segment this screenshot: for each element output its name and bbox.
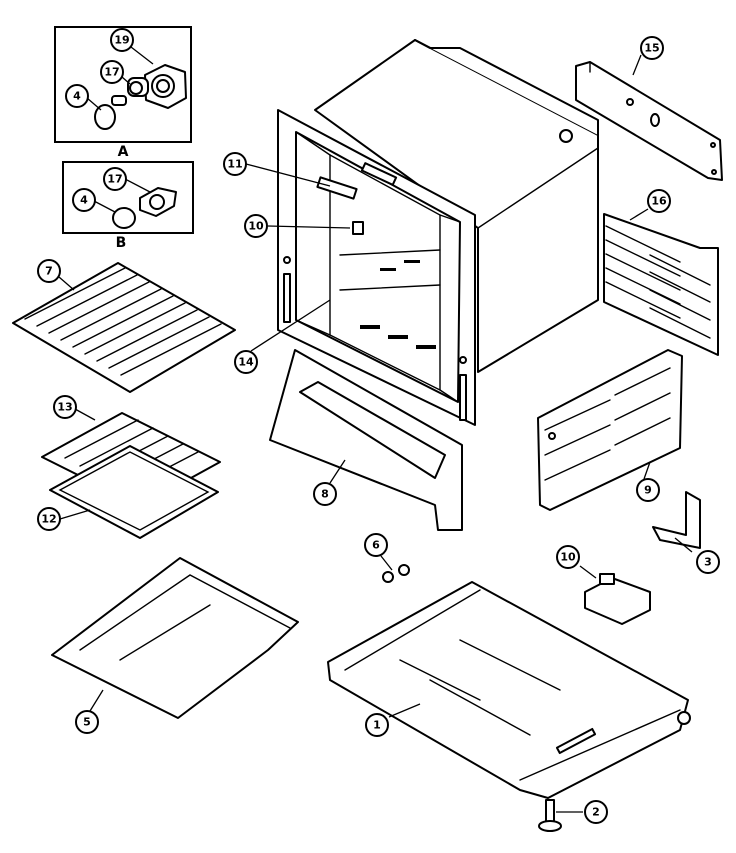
callout-15: 15 [640, 36, 664, 60]
callout-10a: 10 [244, 214, 268, 238]
side-shield-16 [603, 213, 719, 356]
callout-10b: 10 [556, 545, 580, 569]
broiler-pan-12 [49, 445, 219, 539]
svg-text:1: 1 [373, 719, 381, 732]
svg-text:19: 19 [114, 34, 129, 47]
callout-17a: 17 [100, 60, 124, 84]
back-panel-15 [575, 61, 723, 181]
svg-text:17: 17 [104, 66, 119, 79]
bracket-3 [652, 491, 701, 549]
svg-text:10: 10 [560, 551, 576, 564]
svg-text:4: 4 [73, 90, 81, 103]
callout-4b: 4 [72, 188, 96, 212]
side-panel-9 [537, 349, 683, 511]
oven-cavity [277, 39, 599, 426]
callout-4a: 4 [65, 84, 89, 108]
callout-11: 11 [223, 152, 247, 176]
oven-base-1 [327, 581, 691, 799]
callout-3: 3 [696, 550, 720, 574]
callout-8: 8 [313, 482, 337, 506]
callout-13: 13 [53, 395, 77, 419]
svg-text:7: 7 [45, 265, 53, 278]
callout-6: 6 [364, 533, 388, 557]
pilot-light-assembly [94, 64, 187, 130]
callout-2: 2 [584, 800, 608, 824]
callout-14: 14 [234, 350, 258, 374]
screw-6 [382, 564, 410, 583]
box-a-label: A [118, 144, 129, 160]
leveling-leg-2 [538, 799, 562, 832]
svg-text:9: 9 [644, 484, 652, 497]
callout-19: 19 [110, 28, 134, 52]
svg-text:13: 13 [57, 401, 72, 414]
callout-17b: 17 [103, 167, 127, 191]
svg-text:5: 5 [83, 716, 91, 729]
callout-16: 16 [647, 189, 671, 213]
svg-text:12: 12 [41, 513, 56, 526]
oven-rack-7 [12, 262, 236, 393]
lamp-socket-assembly [112, 187, 177, 229]
svg-text:15: 15 [644, 42, 659, 55]
leader-lines [58, 46, 693, 813]
svg-text:11: 11 [227, 158, 242, 171]
svg-text:16: 16 [651, 195, 667, 208]
box-b-label: B [116, 235, 127, 251]
svg-text:17: 17 [107, 173, 122, 186]
callout-9: 9 [636, 478, 660, 502]
kick-panel-8 [269, 349, 463, 531]
callout-5: 5 [75, 710, 99, 734]
callout-1: 1 [365, 713, 389, 737]
svg-text:3: 3 [704, 556, 712, 569]
svg-text:2: 2 [592, 806, 600, 819]
svg-text:4: 4 [80, 194, 88, 207]
svg-text:14: 14 [238, 356, 254, 369]
callout-12: 12 [37, 507, 61, 531]
svg-text:10: 10 [248, 220, 264, 233]
svg-text:6: 6 [372, 539, 380, 552]
detail-box-b: B [62, 161, 194, 251]
callout-7: 7 [37, 259, 61, 283]
transformer-10 [584, 573, 651, 625]
svg-text:8: 8 [321, 488, 329, 501]
drawer-5 [51, 557, 299, 719]
